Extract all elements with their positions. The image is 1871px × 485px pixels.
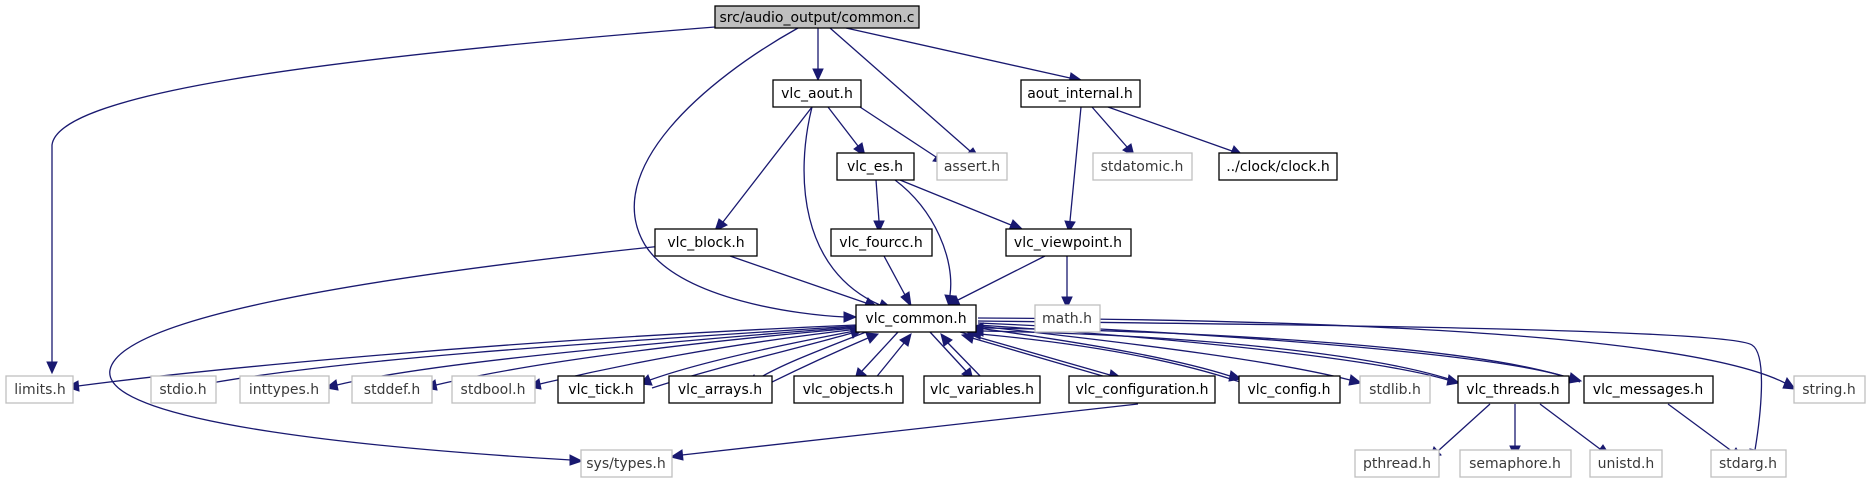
node-vlc-config-h[interactable]: vlc_config.h xyxy=(1238,375,1341,404)
node-common-c[interactable]: src/audio_output/common.c xyxy=(714,5,920,29)
node-vlc-common-h[interactable]: vlc_common.h xyxy=(855,304,977,333)
edge-common-c-vlc-common xyxy=(633,27,858,323)
svg-text:assert.h: assert.h xyxy=(944,159,1000,175)
svg-text:vlc_messages.h: vlc_messages.h xyxy=(1593,382,1703,398)
edge-vlc-common-stdlib xyxy=(977,325,1363,386)
node-stdio-h: stdio.h xyxy=(150,375,217,404)
svg-text:string.h: string.h xyxy=(1802,382,1856,398)
svg-text:vlc_variables.h: vlc_variables.h xyxy=(930,382,1034,398)
edge-vlc-common-vlc-objects xyxy=(854,331,899,381)
node-vlc-messages-h[interactable]: vlc_messages.h xyxy=(1583,375,1714,404)
svg-text:math.h: math.h xyxy=(1042,311,1092,327)
node-vlc-block-h[interactable]: vlc_block.h xyxy=(654,228,758,257)
edge-vlc-common-vlc-config xyxy=(977,327,1243,382)
svg-text:stdatomic.h: stdatomic.h xyxy=(1101,159,1184,175)
node-vlc-aout-h[interactable]: vlc_aout.h xyxy=(772,79,862,108)
svg-text:vlc_threads.h: vlc_threads.h xyxy=(1466,382,1559,398)
svg-text:vlc_tick.h: vlc_tick.h xyxy=(568,382,633,398)
node-limits-h: limits.h xyxy=(5,375,74,404)
edge-common-c-vlc-aout xyxy=(812,28,824,82)
node-stdbool-h: stdbool.h xyxy=(451,375,536,404)
svg-text:stdbool.h: stdbool.h xyxy=(461,382,526,398)
svg-text:vlc_es.h: vlc_es.h xyxy=(847,159,903,175)
svg-text:vlc_viewpoint.h: vlc_viewpoint.h xyxy=(1014,235,1122,251)
node-vlc-configuration-h[interactable]: vlc_configuration.h xyxy=(1068,375,1216,404)
node-stdatomic-h: stdatomic.h xyxy=(1092,152,1193,181)
node-aout-internal-h[interactable]: aout_internal.h xyxy=(1020,79,1141,108)
node-unistd-h: unistd.h xyxy=(1589,449,1663,478)
node-stdarg-h: stdarg.h xyxy=(1710,449,1787,478)
edge-vlc-block-sys-types xyxy=(109,245,663,466)
svg-text:vlc_objects.h: vlc_objects.h xyxy=(803,382,894,398)
edge-vlc-configuration-sys-types xyxy=(669,403,1139,461)
edge-common-c-aout-internal xyxy=(845,27,1083,84)
edge-aout-internal-vlc-viewpoint xyxy=(1064,106,1082,234)
edge-vlc-block-vlc-common xyxy=(729,255,879,309)
svg-text:../clock/clock.h: ../clock/clock.h xyxy=(1226,159,1330,175)
node-vlc-arrays-h[interactable]: vlc_arrays.h xyxy=(668,375,773,404)
svg-text:sys/types.h: sys/types.h xyxy=(586,456,665,472)
svg-text:vlc_config.h: vlc_config.h xyxy=(1247,382,1330,398)
svg-text:src/audio_output/common.c: src/audio_output/common.c xyxy=(720,10,915,26)
node-clock-h[interactable]: ../clock/clock.h xyxy=(1218,152,1338,181)
svg-text:unistd.h: unistd.h xyxy=(1598,456,1655,472)
svg-text:aout_internal.h: aout_internal.h xyxy=(1027,86,1133,102)
edge-vlc-common-string xyxy=(977,317,1797,390)
edge-vlc-threads-semaphore xyxy=(1509,404,1521,459)
node-stdlib-h: stdlib.h xyxy=(1359,375,1431,404)
svg-text:vlc_common.h: vlc_common.h xyxy=(865,311,966,327)
svg-text:stdio.h: stdio.h xyxy=(159,382,206,398)
edge-vlc-viewpoint-vlc-common xyxy=(946,255,1046,307)
node-semaphore-h: semaphore.h xyxy=(1459,449,1572,478)
edge-vlc-es-vlc-fourcc xyxy=(873,179,885,234)
node-string-h: string.h xyxy=(1793,375,1866,404)
edge-vlc-threads-unistd xyxy=(1539,403,1612,457)
edge-vlc-objects-vlc-common xyxy=(873,333,912,381)
node-inttypes-h: inttypes.h xyxy=(239,375,330,404)
edge-vlc-arrays-vlc-common xyxy=(759,332,880,389)
node-vlc-fourcc-h[interactable]: vlc_fourcc.h xyxy=(830,228,933,257)
edge-vlc-aout-vlc-es xyxy=(827,106,866,158)
node-vlc-es-h[interactable]: vlc_es.h xyxy=(836,152,915,181)
node-sys-types-h: sys/types.h xyxy=(580,449,673,478)
svg-text:stdarg.h: stdarg.h xyxy=(1719,456,1777,472)
node-pthread-h: pthread.h xyxy=(1354,449,1440,478)
svg-text:vlc_arrays.h: vlc_arrays.h xyxy=(678,382,762,398)
node-vlc-threads-h[interactable]: vlc_threads.h xyxy=(1457,375,1570,404)
svg-text:vlc_aout.h: vlc_aout.h xyxy=(781,86,853,102)
node-vlc-variables-h[interactable]: vlc_variables.h xyxy=(923,375,1041,404)
node-math-h: math.h xyxy=(1034,304,1101,333)
svg-text:inttypes.h: inttypes.h xyxy=(249,382,319,398)
svg-text:stdlib.h: stdlib.h xyxy=(1369,382,1421,398)
edge-vlc-viewpoint-math xyxy=(1061,256,1073,310)
node-assert-h: assert.h xyxy=(936,152,1008,181)
node-vlc-viewpoint-h[interactable]: vlc_viewpoint.h xyxy=(1005,228,1132,257)
svg-text:vlc_configuration.h: vlc_configuration.h xyxy=(1075,382,1208,398)
svg-text:vlc_block.h: vlc_block.h xyxy=(667,235,744,251)
node-vlc-tick-h[interactable]: vlc_tick.h xyxy=(557,375,645,404)
edge-vlc-configuration-vlc-common xyxy=(960,332,1121,382)
svg-text:pthread.h: pthread.h xyxy=(1363,456,1431,472)
edge-vlc-es-vlc-viewpoint xyxy=(899,179,1024,231)
svg-text:limits.h: limits.h xyxy=(14,382,65,398)
edge-common-c-limits xyxy=(46,26,716,375)
edge-vlc-aout-vlc-block xyxy=(714,106,813,232)
edge-vlc-variables-vlc-common xyxy=(940,333,985,381)
svg-text:vlc_fourcc.h: vlc_fourcc.h xyxy=(839,235,922,251)
edge-vlc-config-vlc-common xyxy=(966,328,1241,383)
svg-text:semaphore.h: semaphore.h xyxy=(1469,456,1561,472)
svg-text:stddef.h: stddef.h xyxy=(364,382,420,398)
edge-vlc-fourcc-vlc-common xyxy=(883,255,912,308)
node-stddef-h: stddef.h xyxy=(351,375,433,404)
node-vlc-objects-h[interactable]: vlc_objects.h xyxy=(793,375,904,404)
